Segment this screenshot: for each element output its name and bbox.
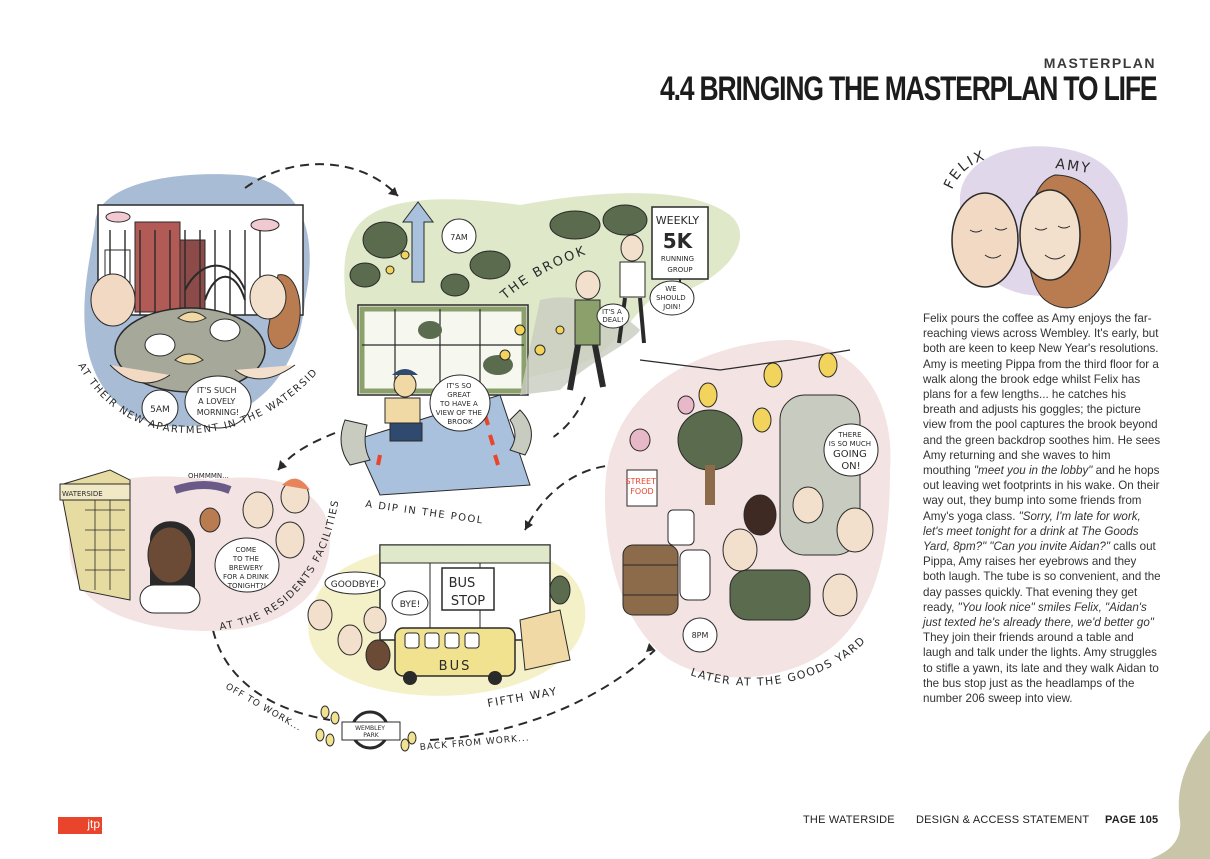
scene-brook: 7AM THE BROOK (344, 193, 741, 396)
svg-text:WEMBLEY PARK: WEMBLEY PARK (355, 725, 387, 739)
pool-speech-5: BROOK (447, 418, 473, 426)
svg-text:THERE IS SO MUCH: THERE IS SO MUCH GOING ON! (829, 431, 873, 472)
brook-sign-4: GROUP (667, 266, 692, 274)
off-to-work-label: OFF TO WORK... (224, 682, 304, 734)
footer-page-number: PAGE 105 (1105, 814, 1159, 826)
bus-stop-2: STOP (451, 594, 485, 609)
bus-label: BUS (439, 659, 472, 674)
pool-speech-3: TO HAVE A (439, 400, 478, 408)
street-food-2: FOOD (630, 487, 653, 496)
svg-text:BUS STOP: BUS STOP (449, 576, 486, 609)
goods-yard-speech-4: ON! (841, 461, 860, 472)
story-run: and he hops out leaving wet footprints i… (923, 464, 1160, 523)
brook-speech-b-3: JOIN! (662, 303, 681, 311)
fifth-way-speech-b: BYE! (400, 600, 420, 610)
svg-text:WEEKLY 5K RUNN: WEEKLY 5K RUNNING GROUP (656, 209, 704, 274)
story-paragraph: Felix pours the coffee as Amy enjoys the… (923, 311, 1161, 706)
residents-building-sign: WATERSIDE (62, 490, 103, 498)
fifth-way-speech-a: GOODBYE! (331, 580, 380, 590)
street-food-1: STREET (625, 477, 656, 486)
story-quote: "meet you in the lobby" (973, 464, 1093, 478)
pool-caption: A DIP IN THE POOL (365, 499, 485, 527)
amy-label: AMY (1054, 156, 1092, 177)
logo-text: jtp (87, 817, 100, 831)
residents-speech-3: BREWERY (229, 564, 264, 572)
brook-time: 7AM (450, 233, 468, 242)
svg-text:IT'S A DEAL!: IT'S A DEAL! (602, 308, 624, 324)
svg-text:STREET FOOD: STREET FOOD (625, 477, 658, 496)
scene-fifth-way: BUS BUS STOP GOODBYE! BYE! FIFTH WAY (307, 544, 586, 710)
brook-speech-a-2: DEAL! (602, 316, 623, 324)
scene-residents: WATERSIDE OHMMMN... COME TO THE BREWERY … (59, 469, 340, 633)
jtp-logo: jtp (58, 817, 102, 834)
scene-apartment: 5AM IT'S SUCH A LOVELY MORNING! AT THEIR… (0, 0, 319, 436)
goods-yard-speech-1: THERE (837, 431, 861, 439)
brook-speech-b-2: SHOULD (656, 294, 686, 302)
bus-stop-1: BUS (449, 576, 476, 591)
story-run: Felix pours the coffee as Amy enjoys the… (923, 312, 1161, 478)
journey: OFF TO WORK... BACK FROM WORK... WEMBLEY… (224, 682, 530, 753)
residents-speech-2: TO THE (232, 555, 259, 563)
residents-hum: OHMMMN... (188, 472, 229, 480)
brook-speech-b-1: WE (665, 285, 676, 293)
svg-text:COME TO THE BR: COME TO THE BREWERY FOR A DRINK TONIGHT?… (223, 546, 271, 590)
story-quote: "Sorry, I'm late for work, let's meet to… (923, 509, 1141, 554)
brook-sign-3: RUNNING (661, 255, 694, 263)
story-run: calls out Pippa, Amy raises her eyebrows… (923, 540, 1161, 614)
story-run: They join their friends around a table a… (923, 631, 1159, 706)
svg-text:WE SHOULD JOIN: WE SHOULD JOIN! (656, 285, 688, 311)
residents-speech-5: TONIGHT?! (227, 582, 267, 590)
pool-speech-2: GREAT (447, 391, 471, 399)
goods-yard-time: 8PM (692, 631, 709, 640)
svg-text:IT'S SUCH A LOVELY: IT'S SUCH A LOVELY MORNING! (197, 386, 240, 417)
pool-speech-4: VIEW OF THE (436, 409, 482, 417)
story-quote: "You look nice" smiles Felix, "Aidan's j… (923, 600, 1154, 630)
apartment-time: 5AM (150, 405, 170, 415)
apartment-speech-1: IT'S SUCH (197, 386, 237, 395)
apartment-speech-2: A LOVELY (198, 397, 235, 406)
svg-text:IT'S SO GREAT: IT'S SO GREAT TO HAVE A VIEW OF THE BROO… (436, 382, 484, 426)
residents-speech-4: FOR A DRINK (223, 573, 269, 581)
goods-yard-speech-3: GOING (833, 449, 867, 460)
apartment-speech-3: MORNING! (197, 408, 240, 417)
station-name-2: PARK (363, 732, 380, 739)
brook-sign-1: WEEKLY (656, 214, 700, 227)
goods-yard-speech-2: IS SO MUCH (829, 440, 871, 448)
section-kicker: MASTERPLAN (1043, 55, 1156, 71)
felix-amy-portraits: FELIX AMY (941, 146, 1128, 309)
footer-project: THE WATERSIDE (803, 814, 895, 826)
scene-goods-yard: STREET FOOD 8PM THERE IS SO MUCH GOING O… (605, 340, 891, 689)
residents-speech-1: COME (235, 546, 256, 554)
page-title: 4.4 BRINGING THE MASTERPLAN TO LIFE (659, 70, 1158, 108)
brook-sign-2: 5K (663, 229, 694, 253)
corner-decoration (1150, 730, 1210, 859)
pool-speech-1: IT'S SO (446, 382, 471, 390)
station-name-1: WEMBLEY (355, 725, 385, 732)
footer-document: DESIGN & ACCESS STATEMENT (916, 814, 1090, 826)
back-from-work-label: BACK FROM WORK... (419, 733, 530, 753)
story-text: Felix pours the coffee as Amy enjoys the… (923, 311, 1161, 706)
brook-speech-a-1: IT'S A (602, 308, 622, 316)
